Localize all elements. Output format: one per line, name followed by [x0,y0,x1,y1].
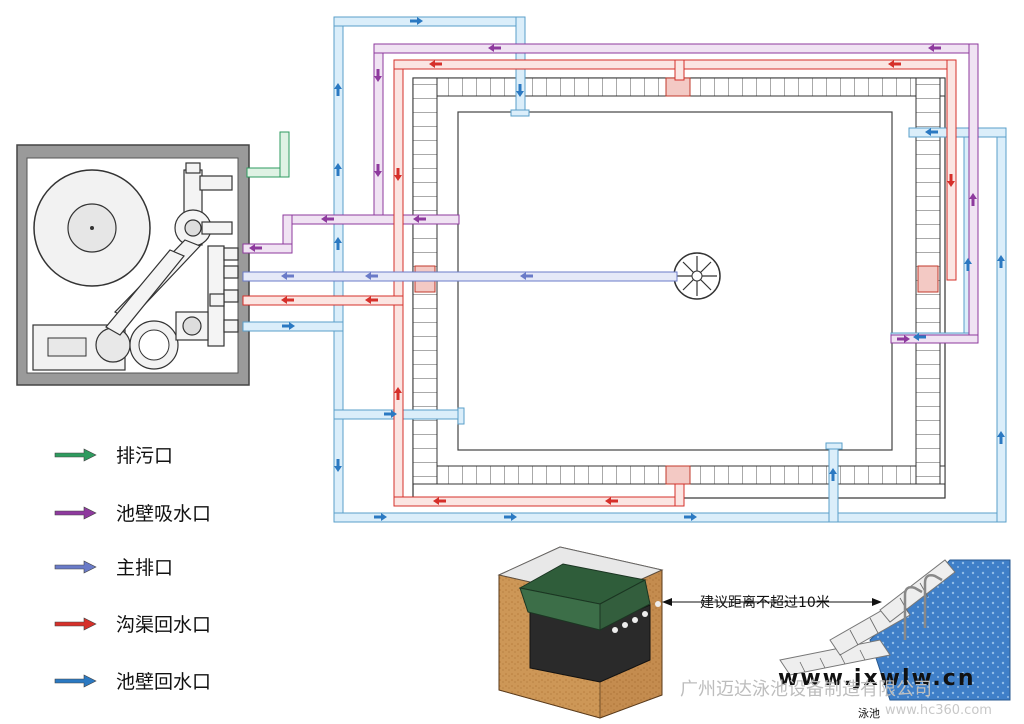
waste-pipe [246,131,290,178]
flow-arrow [684,513,697,521]
flow-arrow [334,163,342,176]
flow-arrow [281,272,294,280]
flow-arrow [429,60,442,68]
flow-arrow [365,296,378,304]
legend-arrow [54,674,97,688]
main-drain [673,252,721,300]
flow-arrow [365,272,378,280]
flow-arrow [321,215,334,223]
flow-arrow [997,255,1005,268]
legend-arrow [54,617,97,631]
flow-arrow [947,174,955,187]
pool [412,77,946,499]
flow-arrow [928,44,941,52]
legend-label: 主排口 [116,557,173,579]
flow-arrow [374,513,387,521]
wall-suction-loop [242,43,979,344]
flow-arrow [394,168,402,181]
legend-arrow [54,560,97,574]
flow-arrow [249,244,262,252]
flow-arrow [282,322,295,330]
legend-label: 池壁吸水口 [116,503,211,525]
legend-arrow [54,506,97,520]
flow-arrow [913,333,926,341]
legend-arrow [54,448,97,462]
flow-arrow [829,468,837,481]
skimmer-box-inset [497,546,664,719]
watermark-domain: www.hc360.com [885,703,992,718]
flow-arrow [997,431,1005,444]
flow-arrow [281,296,294,304]
pool-caption: 泳池 [858,706,880,720]
flow-arrow [433,497,446,505]
flow-arrows [249,17,1005,521]
watermark-url: www.jxwlw.cn [778,666,976,691]
legend-label: 池壁回水口 [116,671,211,693]
flow-arrow [374,164,382,177]
flow-arrow [413,215,426,223]
legend-label: 排污口 [116,445,173,467]
flow-arrow [334,237,342,250]
gutter-return-loop [242,59,957,507]
flow-arrow [374,69,382,82]
flow-arrow [520,272,533,280]
multiport-valve [105,162,239,347]
pump [32,320,179,371]
flow-arrow [925,128,938,136]
flow-arrow [969,193,977,206]
flow-arrow [964,258,972,271]
flow-arrow [605,497,618,505]
flow-arrow [334,459,342,472]
main-drain-line [242,271,678,282]
flow-arrow [334,83,342,96]
distance-note: 建议距离不超过10米 [700,594,830,611]
flow-arrow [384,410,397,418]
watermark-company: 广州迈达泳池设备制造有限公司 [680,679,932,700]
distance-indicator: 建议距离不超过10米 [662,594,882,611]
flow-arrow [488,44,501,52]
legend-label: 沟渠回水口 [116,614,211,636]
flow-arrow [394,387,402,400]
flow-arrow [504,513,517,521]
pool-ladder-inset: 泳池 [779,559,1011,720]
flow-arrow [410,17,423,25]
flow-arrow [516,84,524,97]
flow-arrow [897,335,910,343]
sand-filter [33,169,151,287]
equipment-room [16,144,250,386]
flow-arrow [888,60,901,68]
